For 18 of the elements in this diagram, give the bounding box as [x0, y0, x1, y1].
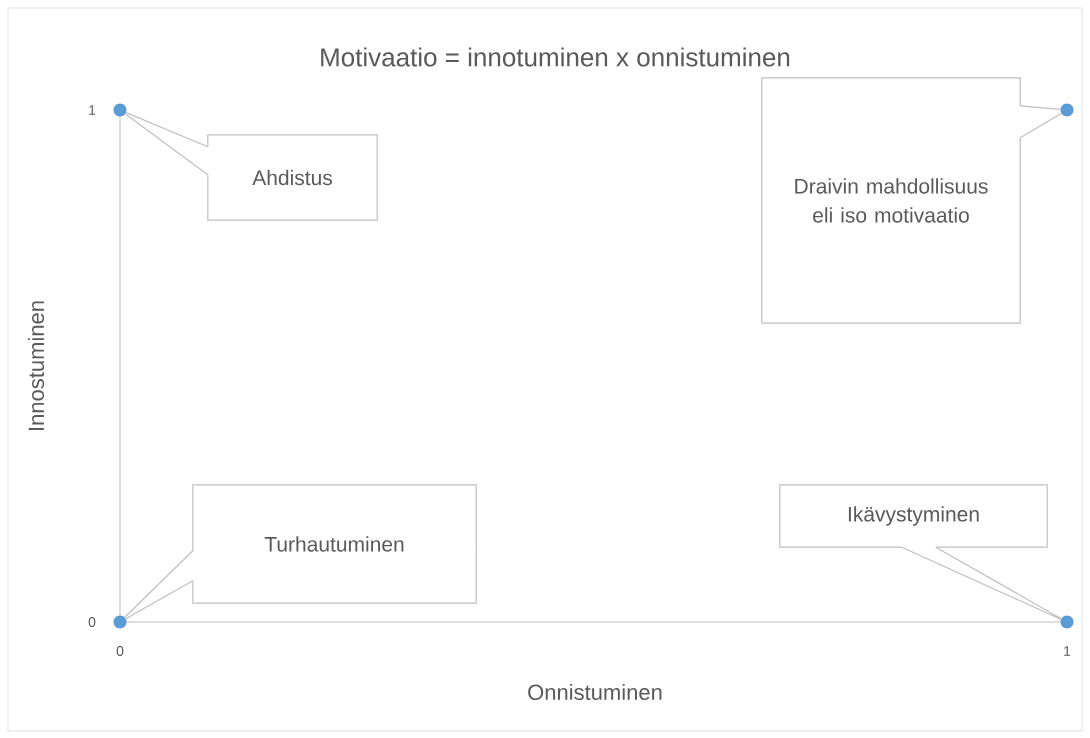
axis-title: Innostuminen: [27, 301, 45, 430]
callout-pointer: [124, 111, 209, 176]
callout-box: Ikävystyminen: [779, 484, 1048, 548]
data-point: [1060, 103, 1074, 117]
data-point: [113, 615, 127, 629]
data-point: [1060, 615, 1074, 629]
callout-box: Draivin mahdollisuus eli iso motivaatio: [761, 77, 1021, 324]
callout-pointer: [901, 546, 1062, 620]
chart-title: Motivaatio = innotuminen x onnistuminen: [321, 47, 790, 67]
callout-box: Turhautuminen: [192, 484, 477, 604]
axis-title: Onnistuminen: [528, 683, 662, 701]
tick-label: 1: [1064, 646, 1071, 656]
callout-pointer: [124, 550, 194, 620]
tick-label: 0: [88, 617, 96, 627]
tick-label: 1: [89, 105, 96, 115]
tick-label: 0: [116, 646, 124, 656]
callout-box: Ahdistus: [207, 134, 378, 221]
data-point: [113, 103, 127, 117]
